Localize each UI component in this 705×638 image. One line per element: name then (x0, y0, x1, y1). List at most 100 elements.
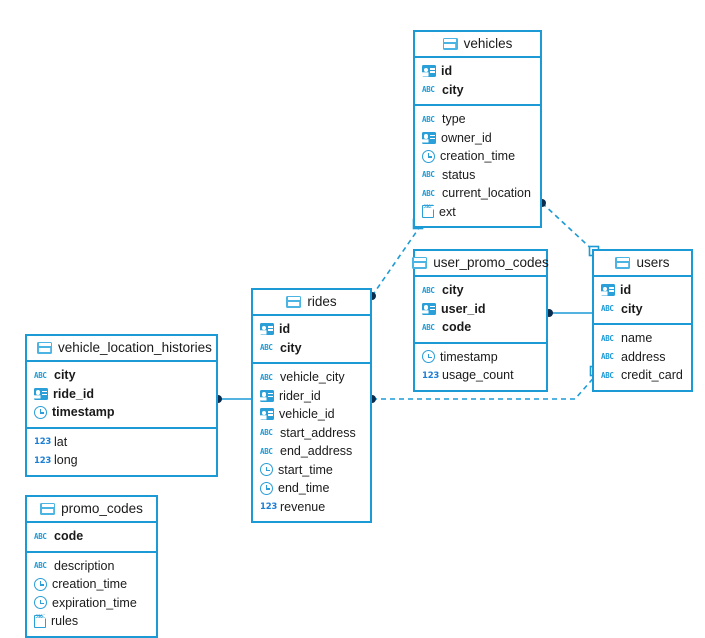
key-icon (422, 302, 436, 315)
primary-key-section: ABC code (27, 523, 156, 553)
field-row[interactable]: ABC code (34, 527, 149, 546)
field-row[interactable]: ABC description (34, 557, 149, 576)
field-row[interactable]: ABC vehicle_city (260, 368, 363, 387)
table-header-promo-codes: promo_codes (27, 497, 156, 523)
table-users[interactable]: users id ABC city ABC name ABC address A… (592, 249, 693, 392)
field-label: expiration_time (52, 595, 137, 610)
primary-key-section: ABC city ride_id timestamp (27, 362, 216, 429)
table-promo-codes[interactable]: promo_codes ABC code ABC description cre… (25, 495, 158, 638)
field-row[interactable]: creation_time (422, 147, 533, 166)
abc-icon: ABC (34, 370, 47, 380)
field-label: creation_time (440, 149, 516, 163)
clock-icon (260, 463, 273, 477)
field-label: user_id (441, 301, 486, 316)
field-row[interactable]: ext (422, 198, 533, 222)
key-icon (601, 284, 615, 297)
table-title: rides (307, 294, 337, 309)
abc-icon: ABC (422, 85, 435, 95)
field-label: name (621, 331, 653, 345)
field-label: long (54, 453, 78, 467)
abc-icon: ABC (260, 372, 273, 382)
field-row[interactable]: ABC type (422, 110, 533, 129)
field-row[interactable]: user_id (422, 300, 539, 319)
field-row[interactable]: id (422, 62, 533, 81)
field-row[interactable]: start_time (260, 461, 363, 480)
field-row[interactable]: ABC city (601, 300, 684, 319)
clock-icon (34, 405, 47, 419)
key-icon (260, 389, 274, 402)
field-label: code (442, 320, 472, 334)
table-icon (615, 256, 631, 269)
field-label: id (279, 322, 291, 336)
field-label: vehicle_id (279, 407, 335, 421)
table-title: vehicles (463, 36, 513, 51)
key-icon (422, 131, 436, 144)
field-label: lat (54, 434, 68, 449)
table-header-vehicles: vehicles (415, 32, 540, 58)
field-row[interactable]: ride_id (34, 385, 209, 404)
field-row[interactable]: timestamp (422, 348, 539, 367)
columns-section: 123 lat 123 long (27, 428, 216, 475)
table-user-promo-codes[interactable]: user_promo_codes ABC city user_id ABC co… (412, 249, 549, 392)
field-row[interactable]: ABC current_location (422, 184, 533, 203)
field-row[interactable]: 123 usage_count (422, 366, 539, 385)
field-row[interactable]: ABC status (422, 166, 533, 185)
field-row[interactable]: ABC city (422, 81, 533, 100)
field-row[interactable]: rules (34, 608, 149, 631)
clock-icon (422, 149, 435, 163)
number-icon: 123 (34, 437, 52, 448)
table-header-rides: rides (253, 290, 370, 316)
columns-section: ABC type owner_id creation_time ABC stat… (415, 106, 540, 226)
abc-icon: ABC (422, 285, 435, 295)
abc-icon: ABC (260, 343, 273, 353)
field-row[interactable]: ABC city (260, 339, 363, 358)
field-row[interactable]: creation_time (34, 575, 149, 594)
abc-icon: ABC (422, 322, 435, 332)
field-label: timestamp (52, 405, 115, 419)
table-vehicle-location-histories[interactable]: vehicle_location_histories ABC city ride… (25, 334, 218, 477)
field-label: type (442, 112, 466, 126)
field-row[interactable]: ABC start_address (260, 424, 363, 443)
field-row[interactable]: id (601, 281, 684, 300)
field-row[interactable]: vehicle_id (260, 405, 363, 424)
field-row[interactable]: ABC city (34, 366, 209, 385)
field-row[interactable]: 123 lat (34, 433, 209, 452)
table-rides[interactable]: rides id ABC city ABC vehicle_city rider… (251, 288, 372, 523)
primary-key-section: ABC city user_id ABC code (415, 277, 546, 344)
table-icon (442, 37, 458, 50)
field-label: id (441, 64, 453, 78)
field-row[interactable]: ABC name (601, 329, 684, 348)
field-row[interactable]: 123 long (34, 451, 209, 470)
abc-icon: ABC (601, 333, 614, 343)
field-row[interactable]: timestamp (34, 403, 209, 422)
number-icon: 123 (422, 370, 440, 381)
table-title: user_promo_codes (433, 255, 549, 270)
table-header-users: users (594, 251, 691, 277)
clock-icon (422, 350, 435, 364)
field-label: usage_count (442, 368, 514, 382)
table-title: vehicle_location_histories (58, 340, 212, 355)
field-row[interactable]: owner_id (422, 129, 533, 148)
field-row[interactable]: ABC city (422, 281, 539, 300)
field-label: current_location (442, 186, 531, 200)
table-vehicles[interactable]: vehicles id ABC city ABC type owner_id (413, 30, 542, 228)
field-label: start_time (278, 462, 333, 477)
field-row[interactable]: end_time (260, 479, 363, 498)
field-row[interactable]: rider_id (260, 387, 363, 406)
field-row[interactable]: expiration_time (34, 594, 149, 613)
field-row[interactable]: id (260, 320, 363, 339)
field-row[interactable]: ABC end_address (260, 442, 363, 461)
abc-icon: ABC (601, 352, 614, 362)
field-row[interactable]: ABC address (601, 348, 684, 367)
field-label: creation_time (52, 577, 128, 591)
clock-icon (34, 577, 47, 591)
field-label: city (621, 301, 643, 316)
field-row[interactable]: 123 revenue (260, 498, 363, 517)
field-label: rider_id (279, 388, 321, 403)
field-row[interactable]: ABC credit_card (601, 366, 684, 385)
table-title: users (636, 255, 670, 270)
field-label: timestamp (440, 349, 498, 364)
field-label: city (442, 82, 464, 97)
field-row[interactable]: ABC code (422, 318, 539, 337)
